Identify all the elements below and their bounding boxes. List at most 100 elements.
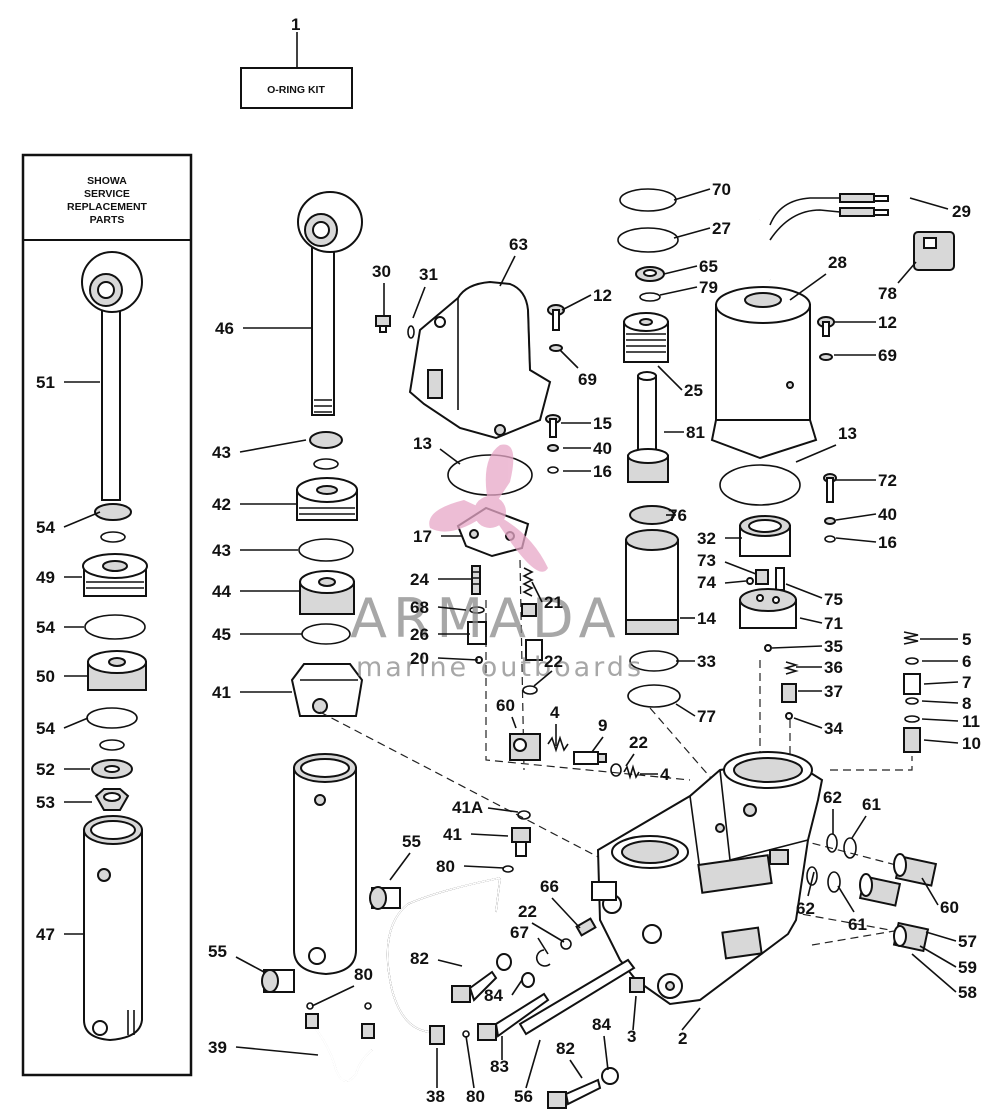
oring-kit-box: 1 O-RING KIT — [240, 15, 353, 109]
screw-75 — [775, 567, 785, 591]
armada-logo-icon — [429, 444, 548, 572]
callout-leader-line — [921, 877, 939, 906]
bolt-82-lower — [547, 1078, 602, 1109]
callout-50: 50 — [36, 667, 88, 686]
callout-12: 12 — [834, 313, 897, 332]
callout-80: 80 — [311, 965, 373, 1007]
kit-label: O-RING KIT — [267, 84, 325, 96]
callout-leader-line — [632, 995, 637, 1031]
callout-57: 57 — [925, 931, 977, 951]
callout-label: 42 — [212, 495, 231, 514]
callout-16: 16 — [835, 533, 897, 552]
callout-leader-line — [439, 448, 461, 465]
screw-72 — [823, 473, 837, 543]
callout-leader-line — [785, 583, 823, 599]
callout-40: 40 — [563, 439, 612, 458]
piston-rod-46 — [297, 191, 363, 416]
callout-41A: 41A — [452, 798, 519, 817]
clip-67 — [535, 949, 551, 967]
callout-label: 71 — [824, 614, 843, 633]
callout-label: 72 — [878, 471, 897, 490]
callout-label: 3 — [627, 1027, 636, 1046]
callout-leader-line — [533, 670, 553, 687]
callout-54: 54 — [36, 511, 101, 537]
callout-label: 83 — [490, 1057, 509, 1076]
callout-label: 84 — [484, 986, 503, 1005]
callout-46: 46 — [215, 319, 312, 338]
sleeve-14 — [625, 529, 679, 635]
callout-7: 7 — [923, 673, 971, 692]
callout-82: 82 — [410, 949, 463, 968]
callout-label: 39 — [208, 1038, 227, 1057]
callout-17: 17 — [413, 527, 462, 546]
callout-label: 40 — [593, 439, 612, 458]
callout-13: 13 — [413, 434, 461, 465]
callout-43: 43 — [212, 439, 307, 462]
callout-leader-line — [551, 897, 581, 929]
screw-30 — [375, 315, 391, 333]
oring-79 — [639, 292, 661, 302]
callout-label: 74 — [697, 573, 716, 592]
callout-36: 36 — [796, 658, 843, 677]
callout-leader-line — [771, 645, 823, 649]
showa-piston-rod — [81, 251, 143, 501]
callout-75: 75 — [785, 583, 843, 609]
callout-62: 62 — [796, 871, 815, 918]
callout-label: 76 — [668, 506, 687, 525]
callout-10: 10 — [923, 734, 981, 753]
callout-label: 35 — [824, 637, 843, 656]
oring-62-a — [826, 833, 838, 853]
callout-52: 52 — [36, 760, 90, 779]
pump-housing-2 — [591, 751, 824, 1006]
callout-label: 8 — [962, 694, 971, 713]
bolt-83 — [477, 992, 550, 1041]
callout-62: 62 — [823, 788, 842, 834]
callout-leader-line — [724, 580, 747, 584]
callout-80: 80 — [465, 1035, 485, 1106]
callout-label: 11 — [962, 712, 980, 731]
callout-label: 53 — [36, 793, 55, 812]
callout-55: 55 — [389, 832, 421, 881]
callout-leader-line — [835, 537, 877, 543]
callout-16: 16 — [563, 462, 612, 481]
callout-47: 47 — [36, 925, 84, 944]
callout-3: 3 — [627, 995, 637, 1046]
callout-4: 4 — [550, 703, 560, 746]
callout-leader-line — [897, 261, 917, 284]
callout-leader-line — [673, 227, 711, 239]
spring-4b — [623, 764, 640, 780]
callout-51: 51 — [36, 373, 100, 392]
showa-oring-54b — [86, 707, 138, 729]
callout-33: 33 — [676, 652, 716, 671]
callout-leader-line — [63, 511, 101, 528]
cylinder-tube — [293, 753, 357, 976]
callout-15: 15 — [561, 414, 612, 433]
showa-cap-49 — [82, 553, 148, 597]
callout-leader-line — [437, 959, 463, 967]
callout-20: 20 — [410, 649, 479, 668]
callout-label: 56 — [514, 1087, 533, 1106]
oring-41a — [517, 810, 531, 820]
callout-25: 25 — [657, 365, 703, 400]
callout-54: 54 — [36, 717, 89, 738]
callout-35: 35 — [771, 637, 843, 656]
callout-label: 62 — [796, 899, 815, 918]
callout-leader-line — [919, 945, 957, 968]
callout-label: 10 — [962, 734, 981, 753]
spring-5 — [903, 631, 919, 645]
callout-leader-line — [675, 703, 696, 717]
callout-label: 38 — [426, 1087, 445, 1106]
piston-81 — [627, 371, 669, 483]
callout-label: 21 — [544, 593, 563, 612]
callout-leader-line — [470, 833, 509, 837]
callout-leader-line — [795, 444, 837, 463]
callout-label: 44 — [212, 582, 231, 601]
callout-label: 20 — [410, 649, 429, 668]
callout-leader-line — [569, 1059, 583, 1079]
valve-24 — [471, 565, 481, 595]
callout-label: 60 — [940, 898, 959, 917]
connector-78 — [913, 231, 955, 271]
callout-leader-line — [511, 716, 517, 729]
callout-8: 8 — [921, 694, 971, 713]
callout-63: 63 — [499, 235, 528, 287]
